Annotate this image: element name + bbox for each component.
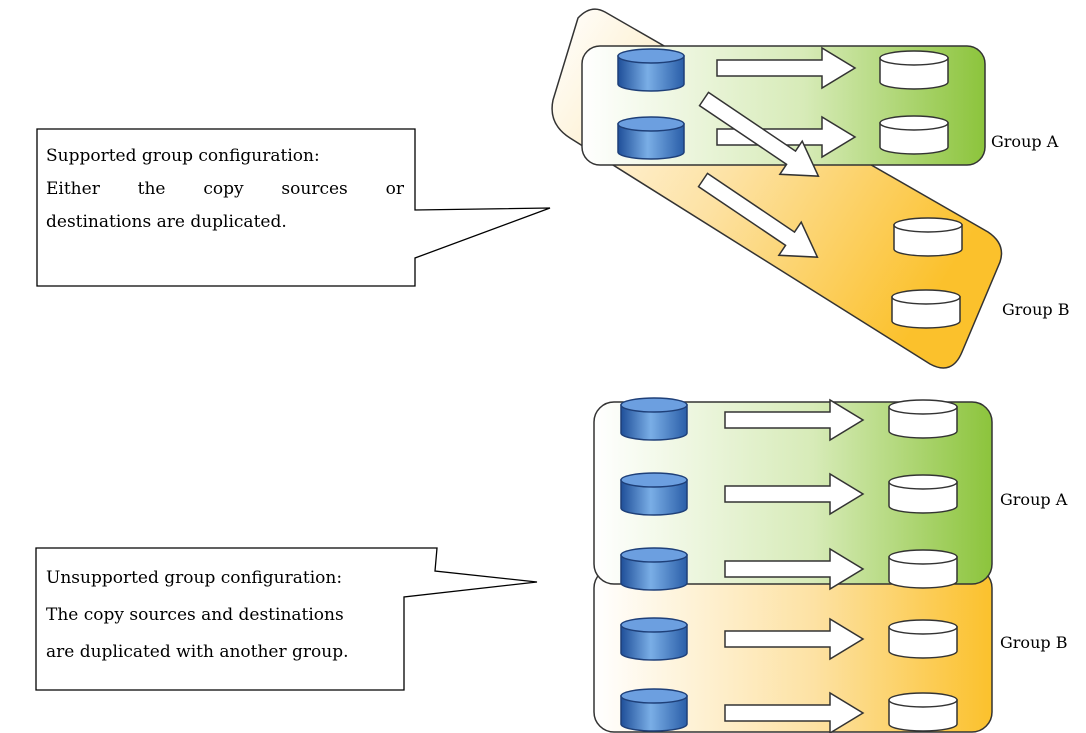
destination-volume-icon — [893, 217, 963, 257]
unsupported-line-2: The copy sources and destinations — [46, 605, 344, 625]
unsupported-line-3: are duplicated with another group. — [46, 642, 349, 662]
supported-callout — [36, 128, 551, 287]
unsupported-group-b-label: Group B — [1000, 633, 1068, 652]
supported-group-b-label: Group B — [1002, 300, 1070, 319]
destination-volume-icon — [888, 549, 958, 589]
source-volume-icon — [620, 472, 688, 516]
destination-volume-icon — [888, 692, 958, 732]
supported-group-a-label: Group A — [991, 132, 1059, 151]
supported-heading: Supported group configuration: — [46, 146, 320, 166]
unsupported-heading: Unsupported group configuration: — [46, 568, 343, 588]
source-volume-icon — [620, 547, 688, 591]
word: Either — [46, 179, 100, 199]
word: sources — [281, 179, 348, 199]
unsupported-callout-text: Unsupported group configuration: The cop… — [46, 560, 404, 671]
source-volume-icon — [617, 116, 685, 160]
unsupported-callout-drawn — [35, 547, 538, 691]
destination-volume-icon — [879, 115, 949, 155]
destination-volume-icon — [888, 399, 958, 439]
destination-volume-icon — [879, 50, 949, 90]
source-volume-icon — [620, 617, 688, 661]
supported-line-3: destinations are duplicated. — [46, 212, 287, 232]
unsupported-group-a-label: Group A — [1000, 490, 1068, 509]
destination-volume-icon — [888, 474, 958, 514]
word: or — [385, 179, 404, 199]
source-volume-icon — [620, 397, 688, 441]
destination-volume-icon — [888, 619, 958, 659]
source-volume-icon — [617, 48, 685, 92]
destination-volume-icon — [891, 289, 961, 329]
supported-line-2: Either the copy sources or — [46, 173, 404, 206]
word: copy — [203, 179, 244, 199]
source-volume-icon — [620, 688, 688, 732]
word: the — [137, 179, 166, 199]
supported-callout-text: Supported group configuration: Either th… — [46, 140, 404, 239]
